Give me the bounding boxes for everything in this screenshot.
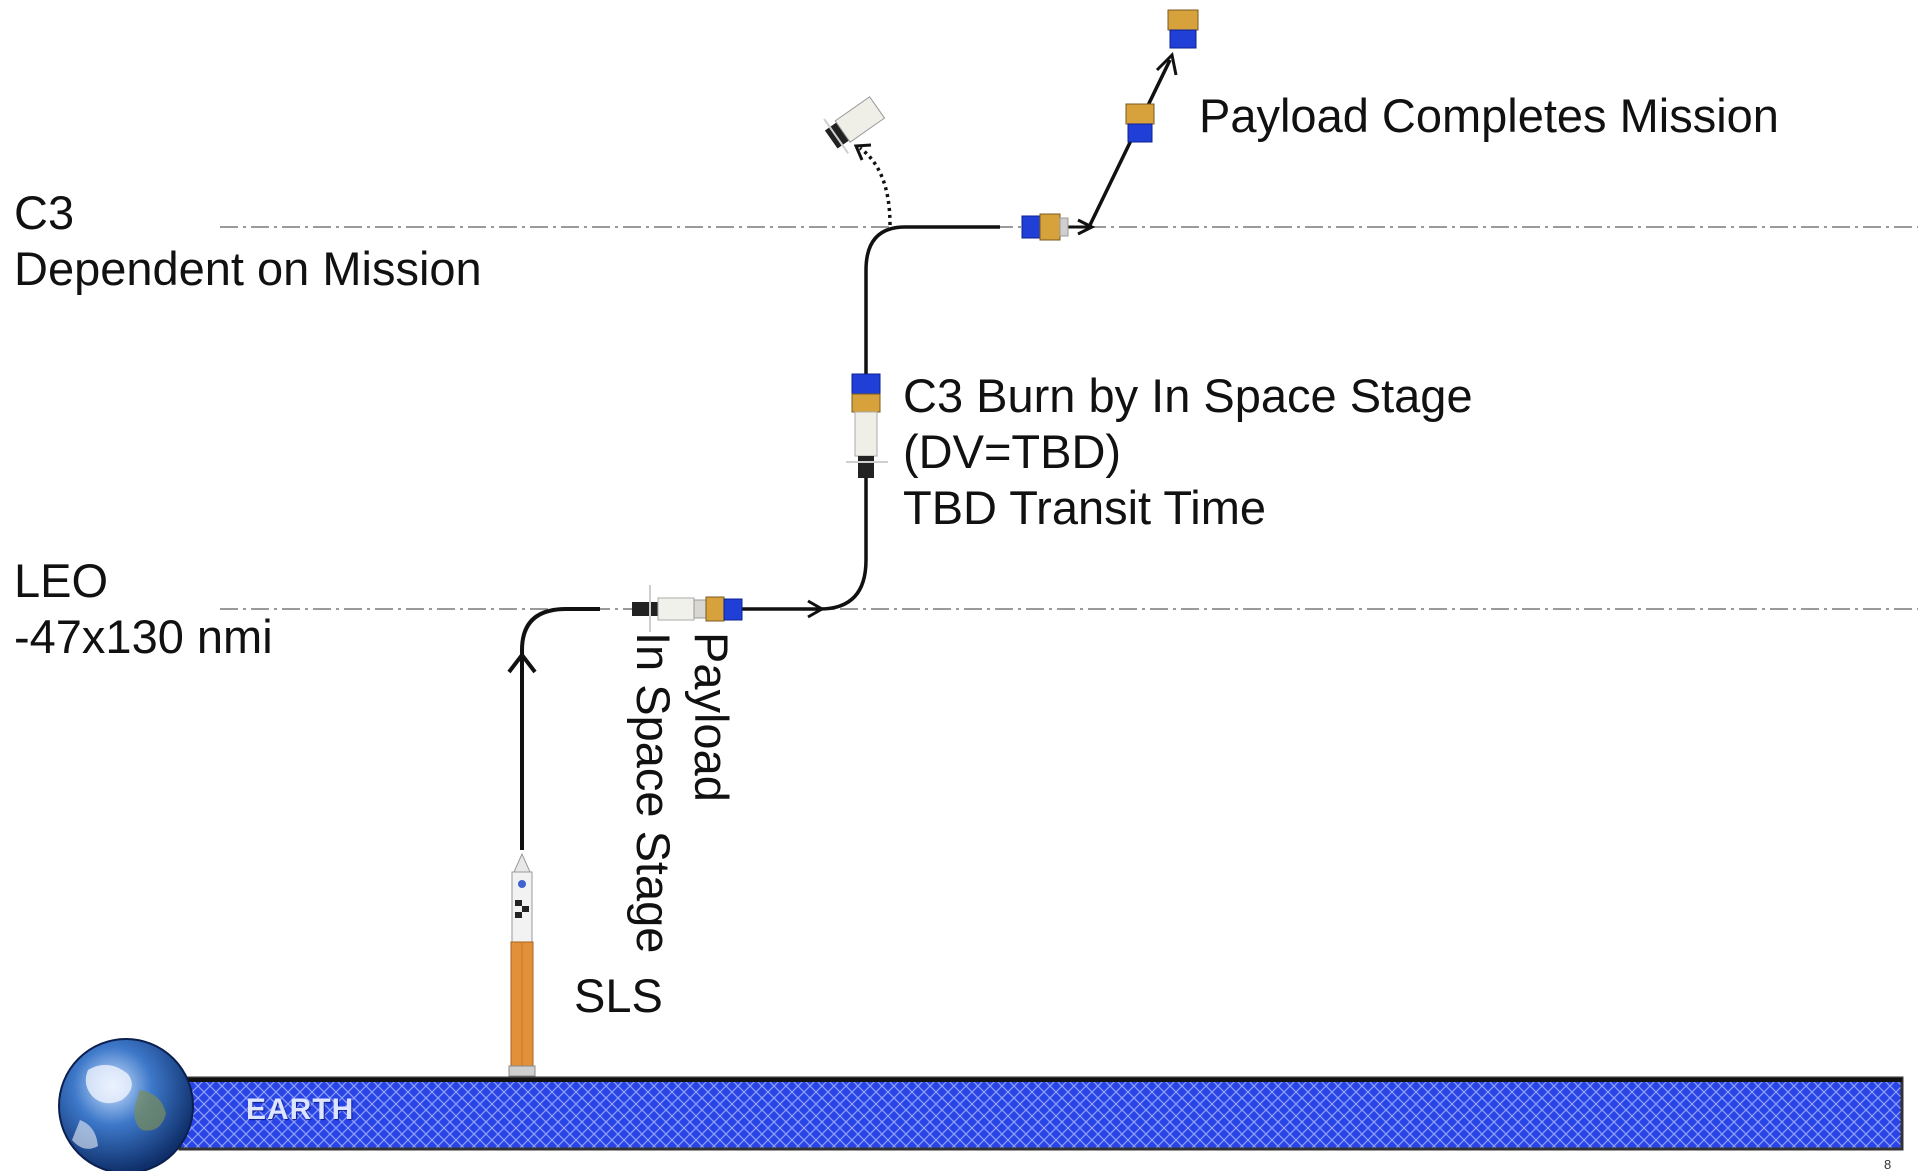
ascent-arrow-head (507, 651, 537, 674)
leo-level-title: LEO (14, 554, 109, 607)
leo-arrow-head (807, 599, 826, 619)
c3-burn-line3: TBD Transit Time (903, 481, 1267, 534)
in-space-stage-vertical-label: In Space Stage (627, 632, 680, 954)
sls-label: SLS (574, 969, 663, 1022)
payload-final-icon (1167, 9, 1199, 49)
payload-at-separation-icon (1021, 213, 1069, 241)
c3-burn-line2: (DV=TBD) (903, 425, 1122, 478)
leo-level-label: LEO -47x130 nmi (14, 553, 273, 665)
payload-completes-label: Payload Completes Mission (1199, 89, 1779, 142)
stage-payload-stack-icon (632, 585, 743, 632)
c3-burn-label: C3 Burn by In Space Stage (DV=TBD) TBD T… (903, 368, 1473, 536)
stage-disposal-trajectory (858, 146, 892, 226)
ascent-trajectory (520, 607, 600, 850)
earth-globe-icon (58, 1038, 194, 1171)
earth-band (178, 1076, 1904, 1151)
c3-arrow-head (1077, 218, 1096, 236)
payload-departing-icon (1125, 103, 1155, 143)
disposed-stage-icon (823, 96, 886, 154)
leo-coast-trajectory (710, 225, 1000, 611)
c3-level-title: C3 (14, 186, 75, 239)
page-number: 8 (1884, 1157, 1892, 1172)
leo-level-subtitle: -47x130 nmi (14, 610, 273, 663)
sls-rocket-icon (508, 852, 536, 1077)
c3-burn-line1: C3 Burn by In Space Stage (903, 369, 1473, 422)
c3-burn-stack-icon (846, 373, 888, 478)
earth-label: EARTH (246, 1093, 355, 1126)
c3-level-label: C3 Dependent on Mission (14, 185, 482, 297)
c3-level-subtitle: Dependent on Mission (14, 242, 482, 295)
payload-vertical-label: Payload (685, 632, 738, 802)
